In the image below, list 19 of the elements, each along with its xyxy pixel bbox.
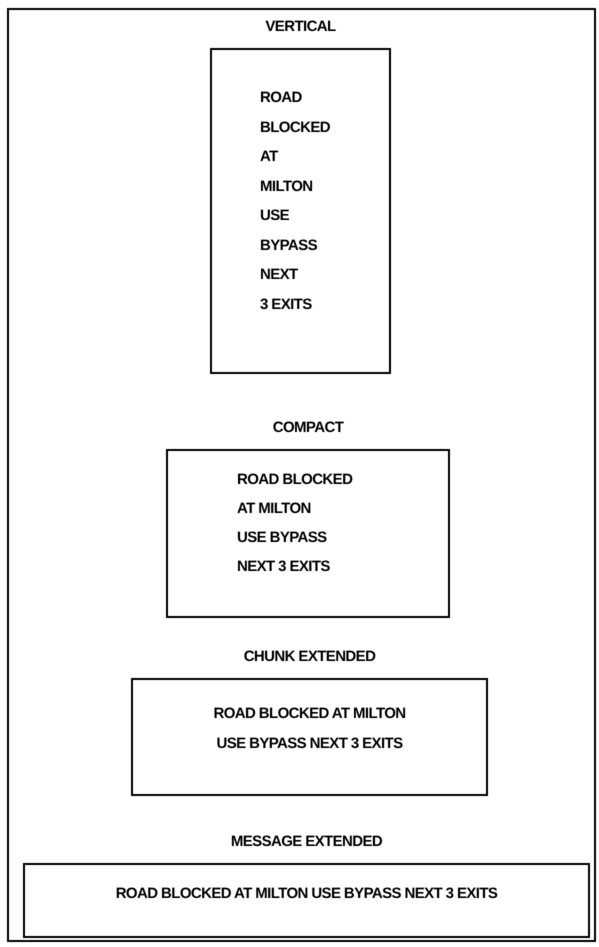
sign-text: ROAD BLOCKED [237, 472, 352, 487]
sign-text: BYPASS [260, 238, 317, 252]
sign-text: AT MILTON [237, 501, 311, 516]
sign-text: MILTON [260, 178, 313, 194]
sign-text: 3 EXITS [260, 296, 312, 312]
sign-title: CHUNK EXTENDED [244, 649, 376, 664]
sign-title: VERTICAL [265, 19, 336, 34]
sign-title: COMPACT [272, 420, 344, 435]
sign-text: ROAD BLOCKED AT MILTON [213, 706, 406, 721]
sign-text: USE [260, 208, 290, 223]
sign-text: ROAD [260, 90, 302, 105]
sign-text: ROAD BLOCKED AT MILTON USE BYPASS NEXT 3 EXITS [116, 886, 498, 901]
sign-text: AT [260, 149, 278, 164]
sign-title: MESSAGE EXTENDED [230, 834, 382, 849]
sign-text: USE BYPASS [237, 530, 327, 545]
sign-text: NEXT 3 EXITS [237, 559, 330, 574]
sign-text: BLOCKED [260, 120, 330, 134]
sign-text: NEXT [260, 267, 298, 282]
sign-text: USE BYPASS NEXT 3 EXITS [216, 736, 402, 751]
